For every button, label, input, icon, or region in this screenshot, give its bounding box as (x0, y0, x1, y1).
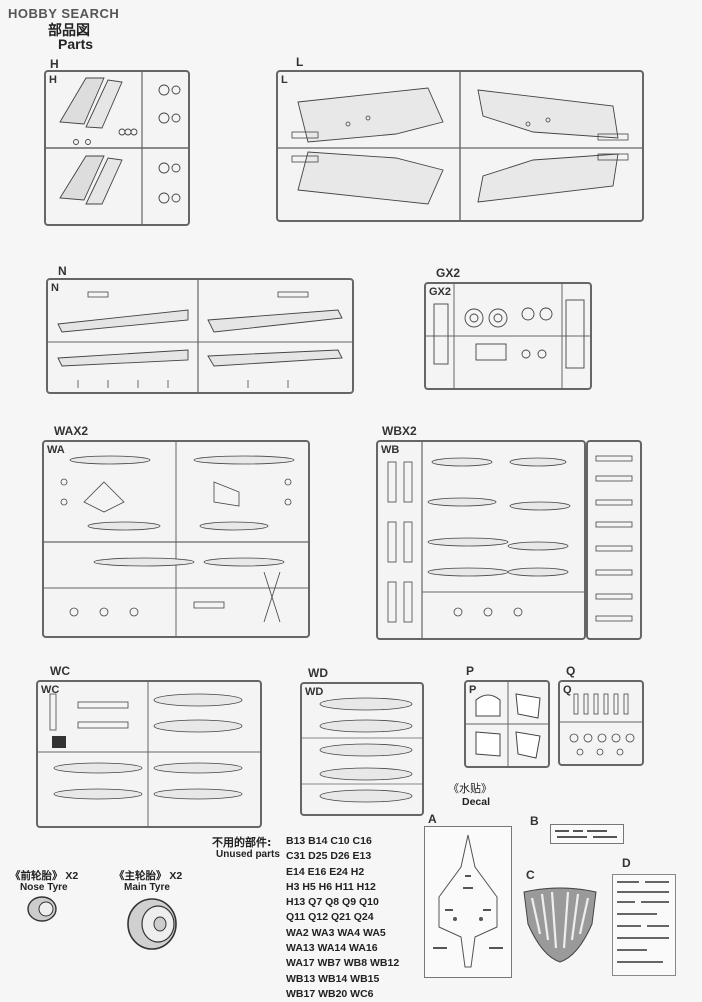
decal-sheet-b-label: B (530, 814, 539, 828)
unused-parts-title-cn: 不用的部件: (212, 836, 272, 849)
sprue-wd: WD (300, 682, 424, 816)
decal-sheet-d (612, 874, 676, 976)
sprue-q-tag: Q (563, 684, 572, 696)
unused-line: WA2 WA3 WA4 WA5 (286, 926, 386, 939)
unused-parts-title-en: Unused parts (216, 849, 280, 860)
sprue-wax2-label: WAX2 (54, 424, 89, 438)
sprue-p-label: P (466, 664, 475, 678)
sprue-l-parts (278, 72, 642, 220)
logo-search: SEARCH (61, 6, 120, 21)
unused-line: C31 D25 D26 E13 (286, 850, 372, 863)
nose-tyre-en: Nose Tyre (20, 882, 68, 893)
main-tyre-cn: 《主轮胎》 (114, 870, 167, 882)
main-tyre-icon (127, 898, 177, 950)
sprue-n: N (46, 278, 354, 394)
sprue-h-label: H (50, 57, 59, 71)
sprue-wbx2-label: WBX2 (382, 424, 417, 438)
sprue-p-tag: P (469, 684, 477, 696)
sprue-n-label: N (58, 264, 67, 278)
sprue-wax2-parts (44, 442, 308, 636)
nose-tyre-title: 《前轮胎》 X2 (10, 868, 78, 883)
unused-line: WB13 WB14 WB15 (286, 972, 380, 985)
decal-sheet-a-label: A (428, 812, 437, 826)
sprue-wc: WC (36, 680, 262, 828)
page-title-en: Parts (58, 36, 94, 52)
sprue-wc-tag: WC (41, 684, 60, 696)
sprue-wbx2-side-frame (586, 440, 642, 640)
sprue-wd-parts (302, 697, 422, 803)
decal-sheet-b (550, 824, 624, 844)
sprue-wax2: WA (42, 440, 310, 638)
sprue-wd-label: WD (308, 666, 328, 680)
unused-line: WA13 WA14 WA16 (286, 942, 378, 955)
sprue-wc-parts (38, 682, 260, 826)
page-title-cn: 部品図 (48, 23, 90, 39)
sprue-wd-tag: WD (305, 686, 324, 698)
unused-line: B13 B14 C10 C16 (286, 835, 372, 847)
decal-sheet-d-label: D (622, 856, 631, 870)
decal-title-cn: 《水贴》 (448, 782, 492, 795)
decal-sheet-c-label: C (526, 868, 535, 882)
sprue-n-parts (48, 280, 352, 392)
unused-line: H13 Q7 Q8 Q9 Q10 (286, 896, 379, 909)
nose-tyre-qty: X2 (65, 870, 79, 882)
sprue-wbx2-parts (387, 442, 584, 638)
nose-tyre-icon (27, 896, 57, 922)
sprue-gx2-tag: GX2 (429, 286, 452, 298)
unused-line: H3 H5 H6 H11 H12 (286, 880, 376, 893)
sprue-wbx2: WB (376, 440, 586, 640)
decal-sheet-b-art (555, 830, 617, 838)
sprue-h-tag: H (49, 74, 57, 86)
sprue-wbx2-side-parts (595, 455, 633, 622)
sprue-h: H (44, 70, 190, 226)
decal-title-en: Decal (462, 796, 491, 808)
unused-line: WB17 WB20 WC6 (286, 987, 374, 1000)
decal-sheet-c-art (523, 887, 597, 963)
decal-sheet-d-art (617, 881, 669, 963)
unused-parts-list: B13 B14 C10 C16 C31 D25 D26 E13 E14 E16 … (286, 834, 399, 1002)
sprue-q: Q (558, 680, 644, 766)
nose-tyre-cn: 《前轮胎》 (10, 870, 63, 882)
sprue-gx2-label: GX2 (436, 266, 461, 280)
sprue-q-parts (560, 693, 642, 756)
decal-sheet-c (522, 884, 598, 964)
sprue-p: P (464, 680, 550, 768)
sprue-q-label: Q (566, 664, 576, 678)
sprue-l-tag: L (281, 74, 288, 86)
sprue-gx2: GX2 (424, 282, 592, 390)
sprue-n-tag: N (51, 282, 59, 294)
unused-line: E14 E16 E24 H2 (286, 865, 365, 878)
hobby-search-logo: HOBBY SEARCH (8, 6, 119, 21)
decal-sheet-a (424, 826, 512, 978)
main-tyre-title: 《主轮胎》 X2 (114, 868, 182, 883)
sprue-l-label: L (296, 55, 304, 69)
sprue-h-parts (46, 72, 188, 224)
main-tyre-qty: X2 (169, 870, 183, 882)
decal-sheet-a-art (433, 834, 503, 968)
sprue-l: L (276, 70, 644, 222)
sprue-gx2-parts (426, 284, 590, 388)
sprue-wbx2-tag: WB (381, 444, 400, 456)
sprue-p-parts (466, 682, 548, 766)
unused-line: WA17 WB7 WB8 WB12 (286, 957, 400, 970)
sprue-wc-label: WC (50, 664, 70, 678)
main-tyre-en: Main Tyre (124, 882, 170, 893)
logo-hobby: HOBBY (8, 6, 58, 21)
sprue-wax2-tag: WA (47, 444, 65, 456)
unused-line: Q11 Q12 Q21 Q24 (286, 911, 374, 924)
